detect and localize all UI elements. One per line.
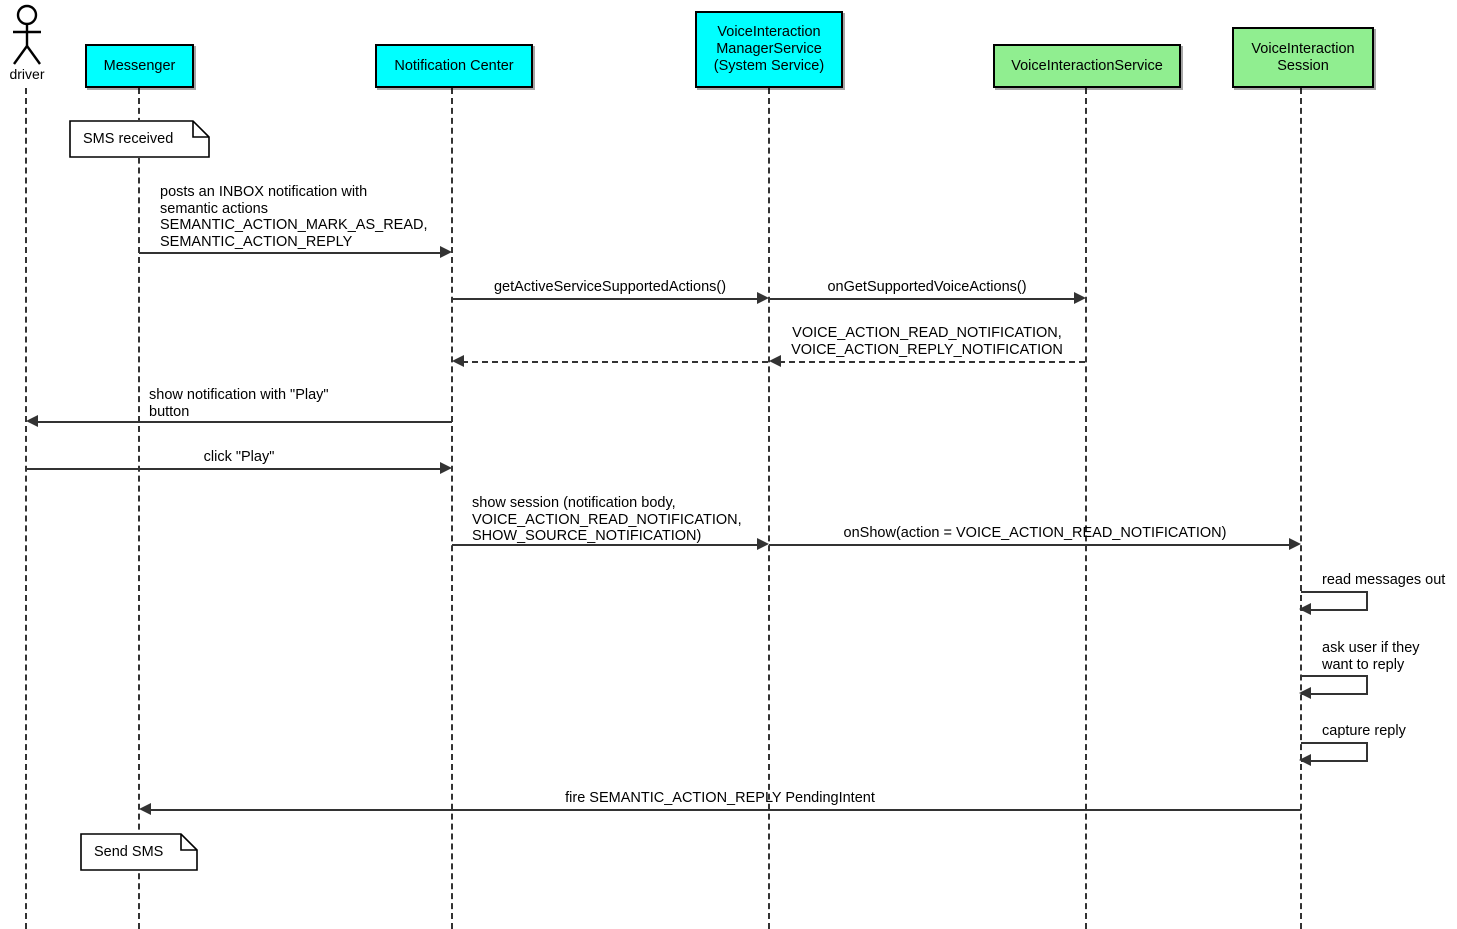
msg-show-session-line <box>452 544 758 546</box>
note-shape-icon <box>69 120 210 158</box>
self-read-messages-out-label: read messages out <box>1322 572 1446 588</box>
lifeline-vis <box>1085 88 1087 929</box>
lifeline-messenger <box>138 88 140 929</box>
self-capture-reply-loop <box>1301 742 1368 762</box>
msg-post-inbox-notification-line <box>139 252 442 254</box>
msg-get-active-service-supported-actions-label: getActiveServiceSupportedActions() <box>493 279 727 295</box>
self-read-messages-out-arrowhead <box>1299 603 1311 615</box>
participant-voiceinteractionsession-label: VoiceInteraction Session <box>1251 40 1355 74</box>
msg-click-play-line <box>26 468 442 470</box>
msg-get-active-service-supported-actions-arrowhead <box>757 292 769 304</box>
msg-on-show-line <box>769 544 1290 546</box>
msg-return-voice-actions-to-notification-center-arrowhead <box>452 355 464 367</box>
msg-on-get-supported-voice-actions-arrowhead <box>1074 292 1086 304</box>
actor-driver-label: driver <box>9 66 45 82</box>
msg-show-notification-with-play-label: show notification with "Play" button <box>149 387 329 420</box>
msg-return-voice-actions-to-vims-line <box>779 361 1085 363</box>
msg-show-notification-with-play-line <box>36 421 452 423</box>
self-read-messages-out-loop <box>1301 591 1368 611</box>
msg-on-get-supported-voice-actions-line <box>769 298 1075 300</box>
lifeline-notification-center <box>451 88 453 929</box>
self-ask-user-reply-arrowhead <box>1299 687 1311 699</box>
self-capture-reply-arrowhead <box>1299 754 1311 766</box>
note-shape-icon <box>80 833 198 871</box>
msg-click-play-label: click "Play" <box>203 449 275 465</box>
msg-return-voice-actions-to-notification-center-line <box>462 361 768 363</box>
lifeline-vims <box>768 88 770 929</box>
msg-fire-semantic-action-reply-line <box>149 809 1301 811</box>
msg-show-notification-with-play-arrowhead <box>26 415 38 427</box>
msg-post-inbox-notification-label: posts an INBOX notification with semanti… <box>160 184 428 250</box>
participant-notification-center-label: Notification Center <box>394 57 514 74</box>
participant-messenger-label: Messenger <box>103 57 176 74</box>
self-ask-user-reply-loop <box>1301 675 1368 695</box>
msg-on-get-supported-voice-actions-label: onGetSupportedVoiceActions() <box>827 279 1027 295</box>
self-capture-reply-label: capture reply <box>1322 723 1406 739</box>
msg-show-session-arrowhead <box>757 538 769 550</box>
note-sms-received: SMS received <box>69 120 210 158</box>
participant-voiceinteractionsession[interactable]: VoiceInteraction Session <box>1232 27 1374 88</box>
participant-messenger[interactable]: Messenger <box>85 44 194 88</box>
msg-fire-semantic-action-reply-arrowhead <box>139 803 151 815</box>
note-sms-received-text: SMS received <box>83 131 174 147</box>
msg-return-voice-actions-to-vims-arrowhead <box>769 355 781 367</box>
participant-voiceinteractionmanagerservice[interactable]: VoiceInteraction ManagerService (System … <box>695 11 843 88</box>
lifeline-session <box>1300 88 1302 929</box>
note-send-sms-text: Send SMS <box>94 844 164 860</box>
participant-voiceinteractionmanagerservice-label: VoiceInteraction ManagerService (System … <box>713 24 825 74</box>
actor-driver[interactable] <box>6 4 48 71</box>
msg-click-play-arrowhead <box>440 462 452 474</box>
msg-post-inbox-notification-arrowhead <box>440 246 452 258</box>
msg-fire-semantic-action-reply-label: fire SEMANTIC_ACTION_REPLY PendingIntent <box>565 790 875 806</box>
lifeline-driver <box>25 88 27 929</box>
note-send-sms: Send SMS <box>80 833 198 871</box>
msg-return-voice-actions-to-vims-label: VOICE_ACTION_READ_NOTIFICATION, VOICE_AC… <box>791 325 1063 358</box>
msg-on-show-arrowhead <box>1289 538 1301 550</box>
msg-on-show-label: onShow(action = VOICE_ACTION_READ_NOTIFI… <box>843 525 1227 541</box>
participant-voiceinteractionservice[interactable]: VoiceInteractionService <box>993 44 1181 88</box>
participant-notification-center[interactable]: Notification Center <box>375 44 533 88</box>
participant-voiceinteractionservice-label: VoiceInteractionService <box>1011 57 1163 74</box>
self-ask-user-reply-label: ask user if they want to reply <box>1322 640 1420 673</box>
actor-stick-figure-icon <box>13 4 41 65</box>
msg-get-active-service-supported-actions-line <box>452 298 758 300</box>
msg-show-session-label: show session (notification body, VOICE_A… <box>472 495 742 544</box>
